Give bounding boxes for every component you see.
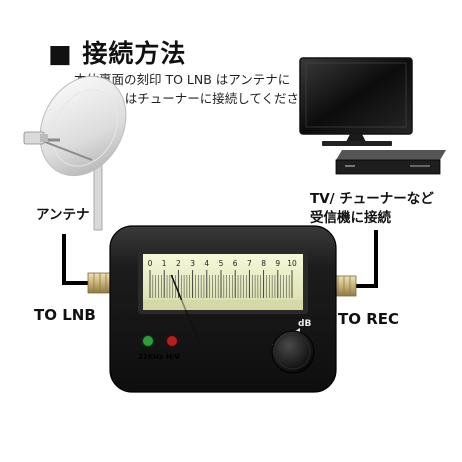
tuner-box-icon	[335, 150, 446, 175]
to-lnb-label: TO LNB	[34, 306, 96, 324]
gain-knob	[271, 330, 315, 374]
meter-scale-label: 7	[247, 259, 252, 268]
meter-scale-label: 10	[287, 259, 297, 268]
lnb-cable	[62, 234, 90, 285]
tv-label-line-1: TV/ チューナーなど	[310, 191, 434, 207]
page-title: ■ 接続方法	[48, 39, 187, 68]
rec-cable	[354, 230, 378, 288]
meter-scale-label: 9	[275, 259, 280, 268]
tv-monitor-icon	[299, 57, 413, 146]
meter-scale-label: 6	[233, 259, 238, 268]
indicator-22khz-label: 22KHz	[138, 353, 163, 361]
description-line-1: 本体裏面の刻印 TO LNB はアンテナに	[74, 72, 291, 87]
meter-scale-label: 3	[190, 259, 195, 268]
description-line-2: TO REC はチューナーに接続してください	[74, 91, 312, 106]
indicator-hv-label: H/V	[166, 353, 180, 361]
meter-scale-label: 1	[162, 259, 167, 268]
led-hv	[166, 335, 178, 347]
meter-scale-label: 2	[176, 259, 181, 268]
antenna-label: アンテナ	[36, 207, 90, 223]
meter-scale-label: 0	[148, 259, 153, 268]
db-label: dB	[298, 319, 311, 329]
meter-scale	[149, 270, 293, 298]
tv-label-line-2: 受信機に接続	[310, 210, 391, 226]
led-22khz	[142, 335, 154, 347]
meter-scale-label: 8	[261, 259, 266, 268]
meter-scale-label: 4	[204, 259, 209, 268]
meter-scale-label: 5	[219, 259, 224, 268]
to-rec-label: TO REC	[338, 310, 400, 328]
satellite-dish-icon	[23, 75, 127, 231]
